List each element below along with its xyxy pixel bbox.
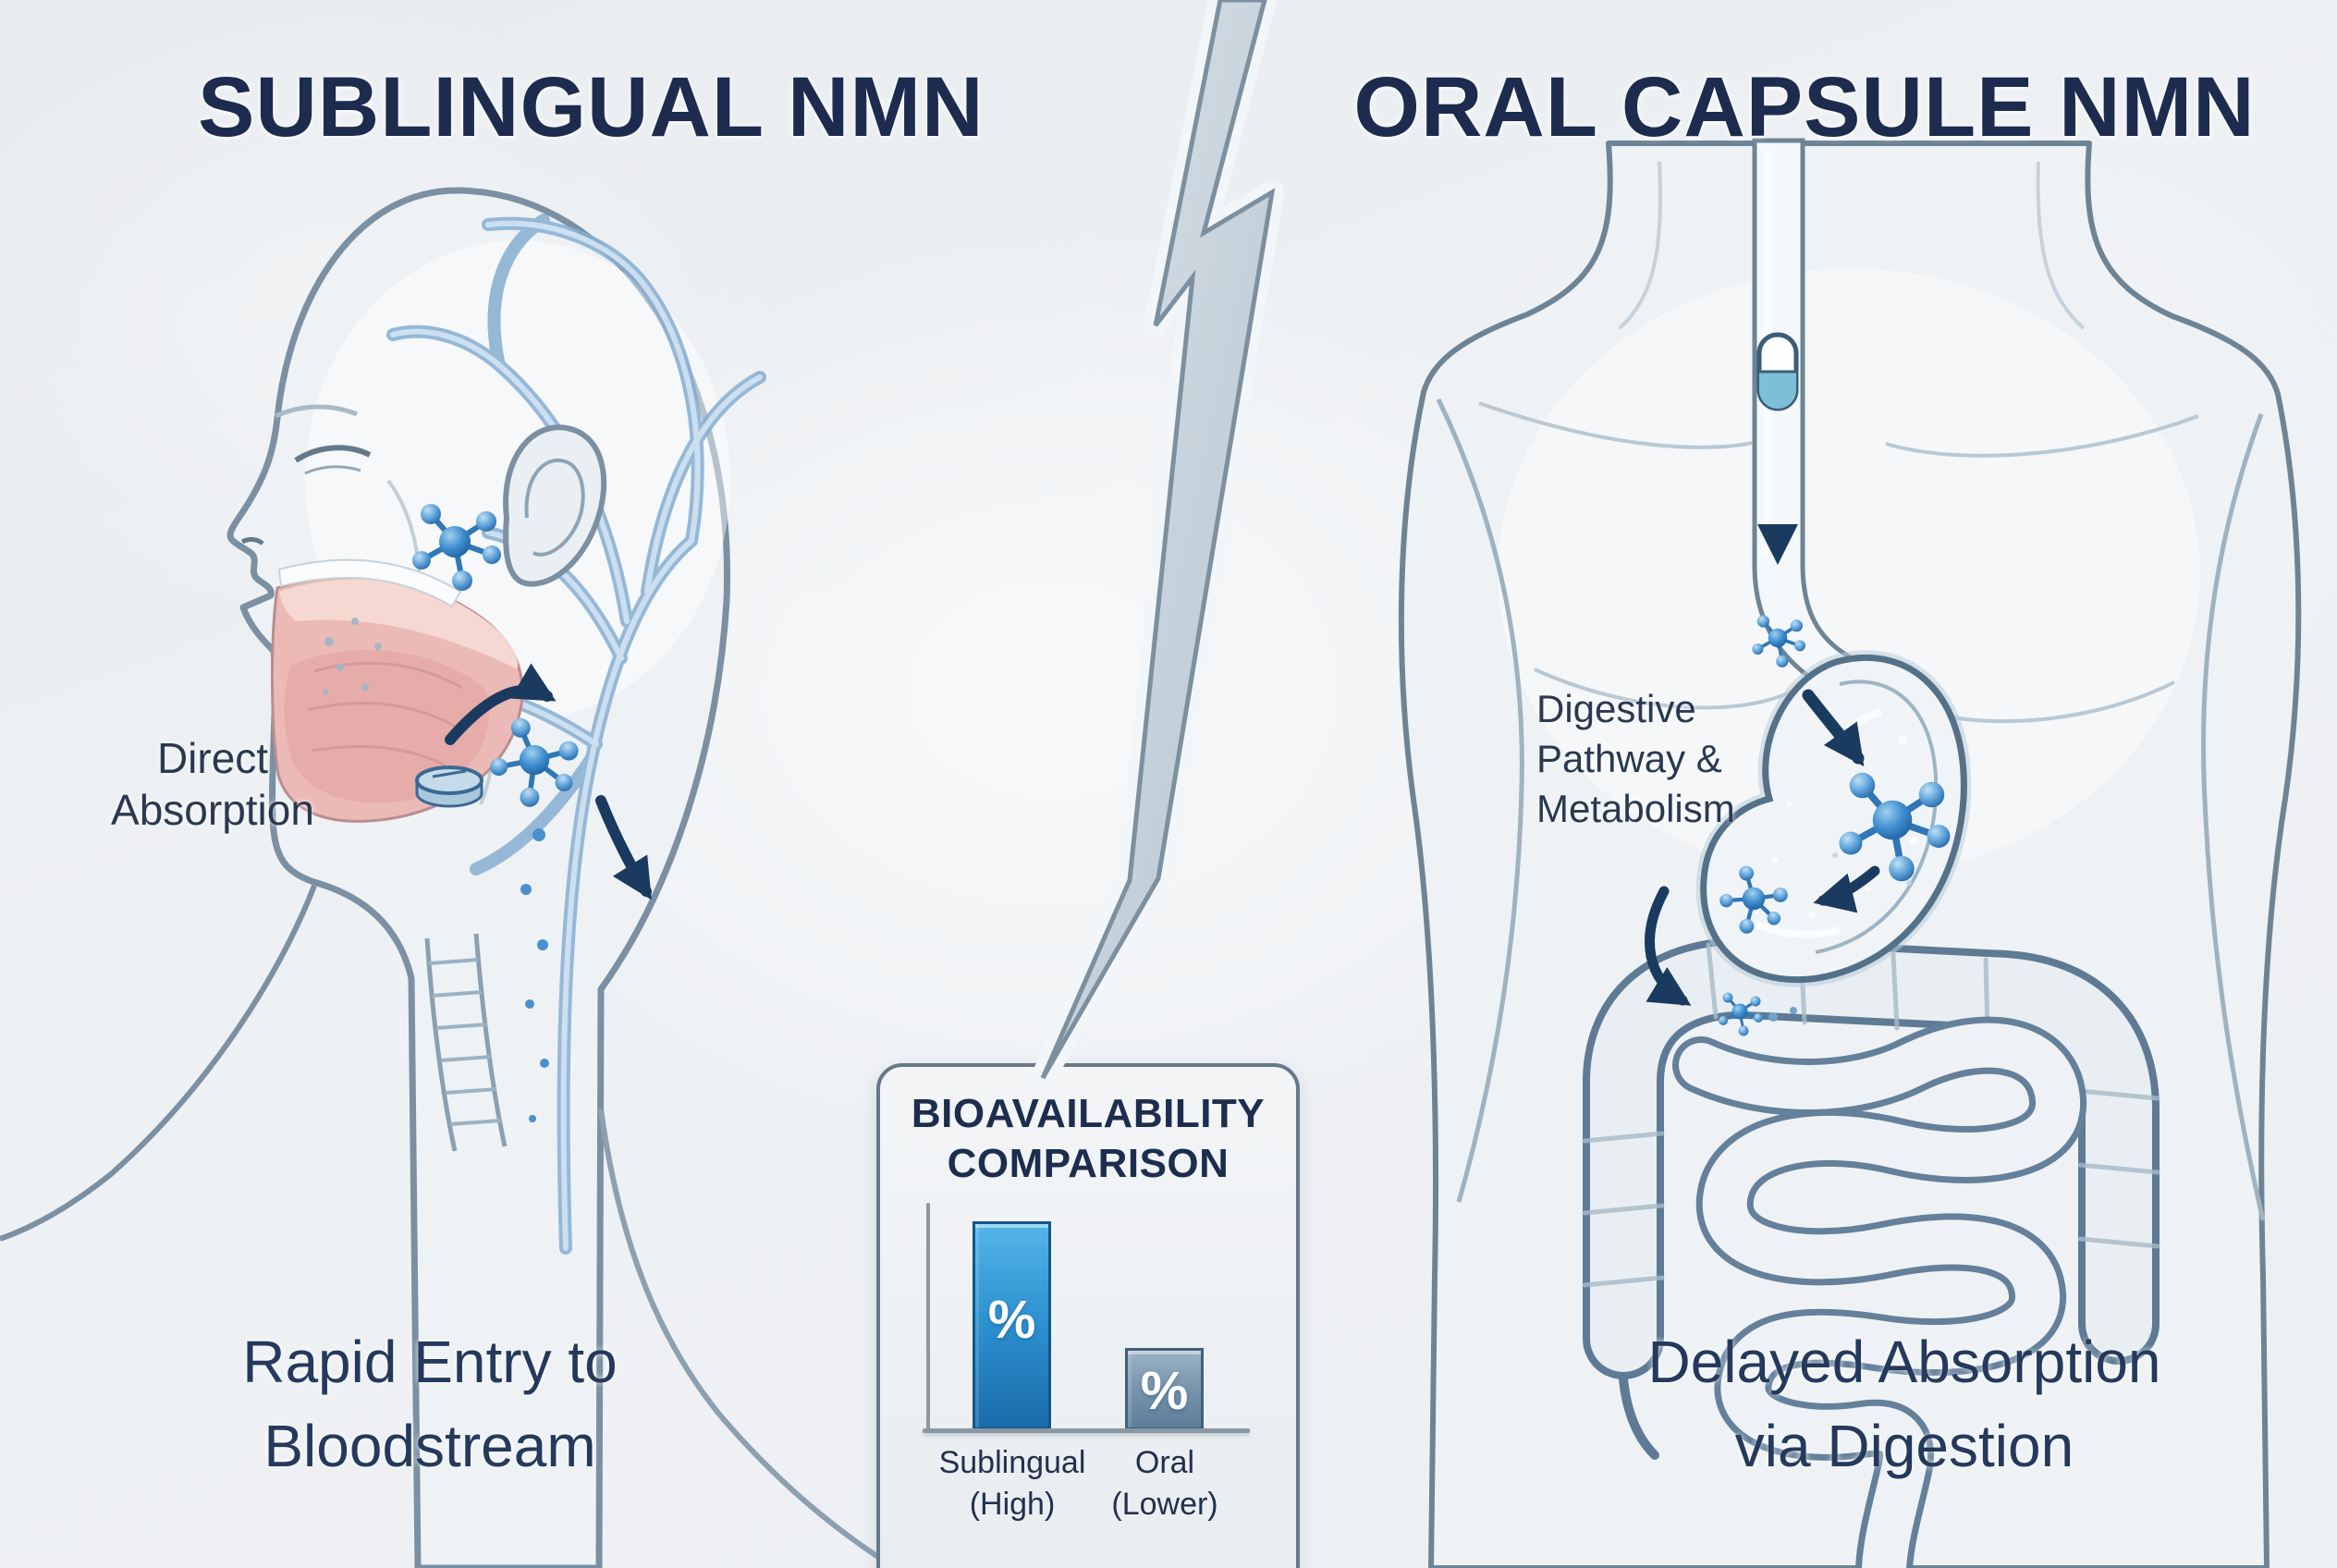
left-caption: Rapid Entry to Bloodstream	[129, 1320, 730, 1488]
comparison-title-line1: BIOAVAILABILITY	[911, 1091, 1266, 1136]
direct-absorption-label: Direct Absorption	[60, 732, 365, 836]
direct-absorption-line1: Direct	[156, 734, 269, 782]
digestive-pathway-line3: Metabolism	[1536, 786, 1735, 830]
right-panel-title: ORAL CAPSULE NMN	[1353, 60, 2256, 154]
bioavailability-comparison-panel: BIOAVAILABILITY COMPARISON % % Sublingua…	[876, 1063, 1300, 1568]
left-caption-line1: Rapid Entry to	[242, 1329, 618, 1395]
digestive-pathway-line2: Pathway &	[1536, 736, 1722, 780]
bar-sublingual-percent-label: %	[987, 1289, 1036, 1350]
digestive-pathway-label: Digestive Pathway & Metabolism	[1536, 684, 1943, 833]
bar-label-oral: Oral (Lower)	[1077, 1442, 1253, 1525]
direct-absorption-line2: Absorption	[111, 786, 314, 835]
bar-sublingual: %	[973, 1220, 1051, 1430]
comparison-title-line2: COMPARISON	[947, 1140, 1230, 1186]
right-caption: Delayed Absorption via Digestion	[1572, 1320, 2237, 1488]
bar-oral-percent-label: %	[1140, 1361, 1189, 1422]
comparison-title: BIOAVAILABILITY COMPARISON	[880, 1089, 1296, 1188]
chart-x-axis	[923, 1428, 1250, 1433]
left-caption-line2: Bloodstream	[263, 1412, 596, 1479]
capsule-icon	[1756, 332, 1799, 411]
digestive-pathway-line1: Digestive	[1536, 687, 1696, 730]
tablet-icon	[415, 766, 483, 808]
bar-oral: %	[1125, 1348, 1204, 1430]
bar-chart: % %	[880, 1203, 1296, 1430]
bar-label-oral-line2: (Lower)	[1111, 1486, 1218, 1522]
chart-y-axis	[926, 1203, 930, 1430]
right-caption-line1: Delayed Absorption	[1647, 1329, 2161, 1395]
bar-label-oral-line1: Oral	[1134, 1445, 1195, 1480]
throat-contour	[0, 884, 317, 1242]
left-panel-title: SUBLINGUAL NMN	[198, 60, 985, 154]
right-caption-line2: via Digestion	[1734, 1412, 2074, 1479]
